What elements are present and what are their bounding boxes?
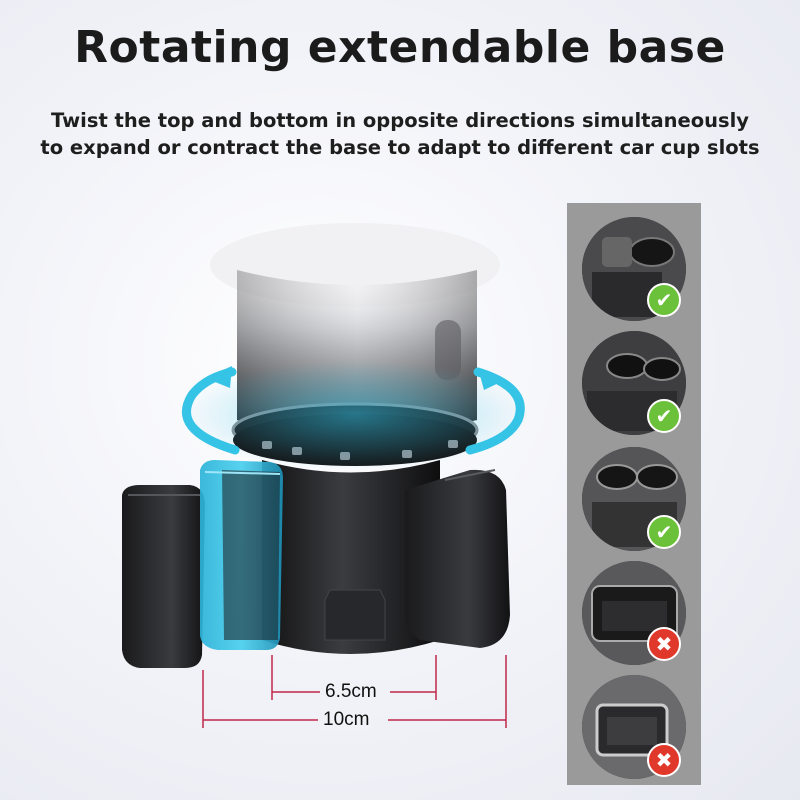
cross-icon: ✖ [647, 627, 681, 661]
subtitle-line-2: to expand or contract the base to adapt … [40, 136, 760, 159]
cup-holder-illustration [122, 223, 530, 728]
check-icon: ✔ [647, 283, 681, 317]
cup-slot-photo-4 [582, 561, 686, 665]
right-grip-pad [405, 469, 510, 648]
subtitle-line-1: Twist the top and bottom in opposite dir… [50, 109, 749, 132]
cross-icon: ✖ [647, 743, 681, 777]
page-subtitle: Twist the top and bottom in opposite dir… [0, 107, 800, 161]
base-stem [262, 460, 440, 654]
dimension-lines [202, 655, 507, 728]
compatibility-panel: ✔ ✔ ✔ ✖ ✖ [567, 203, 701, 785]
page-title: Rotating extendable base [74, 22, 726, 73]
rotate-arrow-right-icon [465, 367, 525, 455]
extended-grip-pad [200, 460, 283, 650]
check-icon: ✔ [647, 399, 681, 433]
cup-slot-photo-1 [582, 217, 686, 321]
inner-width-label: 6.5cm [322, 682, 380, 702]
left-grip-pad [122, 485, 205, 668]
check-icon: ✔ [647, 515, 681, 549]
outer-width-label: 10cm [320, 710, 373, 730]
